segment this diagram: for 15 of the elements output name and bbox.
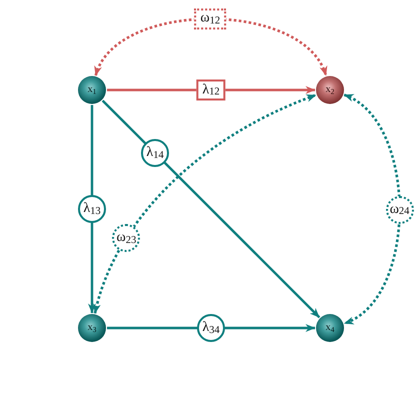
edge-label: ω$_{24}$ [386,196,414,224]
edge-label: λ$_{12}$ [196,80,226,100]
dotted-arrow [344,94,401,325]
arrow [107,324,316,332]
node-label: x$_{3}$ [88,323,96,333]
edge-label: λ$_{14}$ [141,139,170,168]
edge-label: λ$_{13}$ [78,195,106,223]
dotted-arrow [94,18,328,76]
node-label: x$_{2}$ [326,85,334,95]
edge-label: ω$_{12}$ [194,8,226,30]
node-label: x$_{1}$ [88,85,96,95]
edge-label: λ$_{34}$ [197,314,225,342]
arrow [88,105,96,314]
node-label: x$_{4}$ [326,323,334,333]
edge-label: ω$_{23}$ [112,224,140,252]
